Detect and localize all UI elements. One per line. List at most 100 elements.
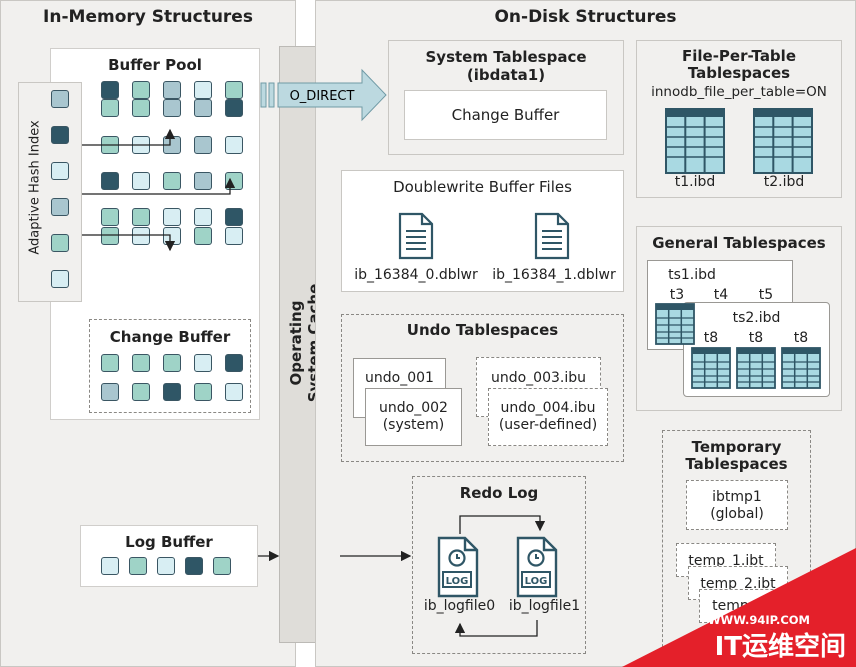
page-cell: [185, 557, 203, 575]
ibtmp1-note: (global): [710, 506, 764, 522]
ts2-table-t8-c: t8: [793, 330, 809, 346]
watermark-brand: IT运维空间: [715, 631, 846, 662]
page-cell: [101, 354, 119, 372]
memory-change-buffer-title: Change Buffer: [109, 328, 231, 346]
redo-log-title: Redo Log: [459, 484, 539, 502]
page-cell: [194, 208, 212, 227]
dblwr-file-1-label: ib_16384_1.dblwr: [492, 267, 616, 283]
doublewrite-title: Doublewrite Buffer Files: [393, 178, 572, 196]
page-cell: [163, 81, 181, 99]
system-tablespace-title-line1: System Tablespace: [425, 48, 587, 66]
page-cell: [213, 557, 231, 575]
file-per-table-title-line2: Tablespaces: [687, 64, 791, 82]
temporary-title-line2: Tablespaces: [685, 455, 788, 473]
dblwr-file-0-icon: [398, 212, 434, 260]
page-cell: [157, 557, 175, 575]
redo-cycle-arrows: [454, 515, 546, 637]
general-tablespaces-title: General Tablespaces: [652, 234, 826, 252]
page-cell: [225, 354, 243, 372]
page-cell: [51, 90, 69, 108]
undo-004-note: (user-defined): [498, 417, 598, 433]
in-memory-title: In-Memory Structures: [43, 7, 253, 27]
undo-003-label: undo_003.ibu: [490, 370, 587, 386]
file-per-table-title-line1: File-Per-Table: [682, 47, 796, 65]
page-cell: [163, 172, 181, 190]
log-buffer: [80, 525, 258, 587]
page-cell: [163, 354, 181, 372]
temporary-title-line1: Temporary: [691, 438, 782, 456]
ts1-table-t5: t5: [758, 287, 774, 303]
page-cell: [51, 162, 69, 180]
page-cell: [101, 99, 119, 118]
log-file-1-icon-text: LOG: [525, 576, 548, 587]
dblwr-file-1-icon: [534, 212, 570, 260]
t2-table-icon: [753, 108, 813, 174]
temp-1-label: temp_1.ibt: [688, 553, 764, 569]
file-per-table-setting: innodb_file_per_table=ON: [651, 84, 827, 100]
page-cell: [129, 557, 147, 575]
undo-002-note: (system): [382, 417, 445, 433]
page-cell: [194, 99, 212, 118]
log-buffer-title: Log Buffer: [125, 533, 213, 551]
memory-change-buffer: [89, 319, 251, 413]
page-cell: [225, 208, 243, 227]
page-cell: [101, 383, 119, 401]
ibtmp1-box: [686, 480, 788, 530]
ibtmp1-label: ibtmp1 (global): [686, 489, 788, 523]
ts2-table-icon-a: [691, 347, 731, 389]
page-cell: [132, 99, 150, 118]
ib-logfile0-label: ib_logfile0: [423, 598, 496, 614]
temp-2-label: temp_2.ibt: [700, 576, 776, 592]
ts2-table-icon-c: [781, 347, 821, 389]
page-cell: [225, 99, 243, 118]
temporary-tablespaces-title: Temporary Tablespaces: [662, 439, 811, 473]
page-cell: [194, 354, 212, 372]
page-cell: [194, 81, 212, 99]
watermark-url: WWW.94IP.COM: [708, 613, 810, 627]
ts1-ibd-label: ts1.ibd: [668, 267, 716, 283]
page-cell: [132, 81, 150, 99]
ts2-table-t8-a: t8: [703, 330, 719, 346]
ts2-ibd-label: ts2.ibd: [732, 310, 781, 326]
file-per-table-title: File-Per-Table Tablespaces: [636, 48, 842, 82]
page-cell: [225, 135, 243, 154]
page-cell: [163, 208, 181, 227]
page-cell: [163, 383, 181, 401]
ts2-table-t8-b: t8: [748, 330, 764, 346]
page-cell: [132, 172, 150, 190]
page-cell: [225, 226, 243, 245]
doublewrite-buffer-files: [341, 170, 624, 292]
undo-004-box: [488, 388, 608, 446]
page-cell: [194, 172, 212, 190]
t1-ibd-label: t1.ibd: [674, 174, 716, 190]
undo-002-label: undo_002 (system): [365, 400, 462, 434]
ts1-table-icon: [655, 303, 695, 345]
system-tablespace-title: System Tablespace (ibdata1): [388, 48, 624, 84]
undo-004-name: undo_004.ibu: [500, 400, 596, 416]
undo-tablespaces-title: Undo Tablespaces: [406, 321, 559, 339]
page-cell: [194, 226, 212, 245]
redo-log: [412, 476, 586, 654]
ts2-table-icon-b: [736, 347, 776, 389]
watermark: [622, 548, 856, 667]
o-direct-arrow: [260, 68, 387, 122]
page-cell: [225, 81, 243, 99]
ahi-arrows: [82, 128, 412, 562]
page-cell: [163, 99, 181, 118]
log-file-0-icon: [437, 536, 479, 598]
buffer-pool-title: Buffer Pool: [108, 56, 202, 74]
undo-004-label: undo_004.ibu (user-defined): [488, 400, 608, 434]
log-file-1-icon: [516, 536, 558, 598]
t2-ibd-label: t2.ibd: [763, 174, 805, 190]
undo-002-name: undo_002: [379, 400, 448, 416]
system-tablespace-title-line2: (ibdata1): [466, 66, 546, 84]
page-cell: [101, 81, 119, 99]
page-cell: [101, 208, 119, 227]
page-cell: [132, 208, 150, 227]
page-cell: [51, 270, 69, 288]
page-cell: [194, 383, 212, 401]
system-change-buffer: Change Buffer: [404, 90, 607, 140]
ts1-table-t4: t4: [713, 287, 729, 303]
t1-table-icon: [665, 108, 725, 174]
